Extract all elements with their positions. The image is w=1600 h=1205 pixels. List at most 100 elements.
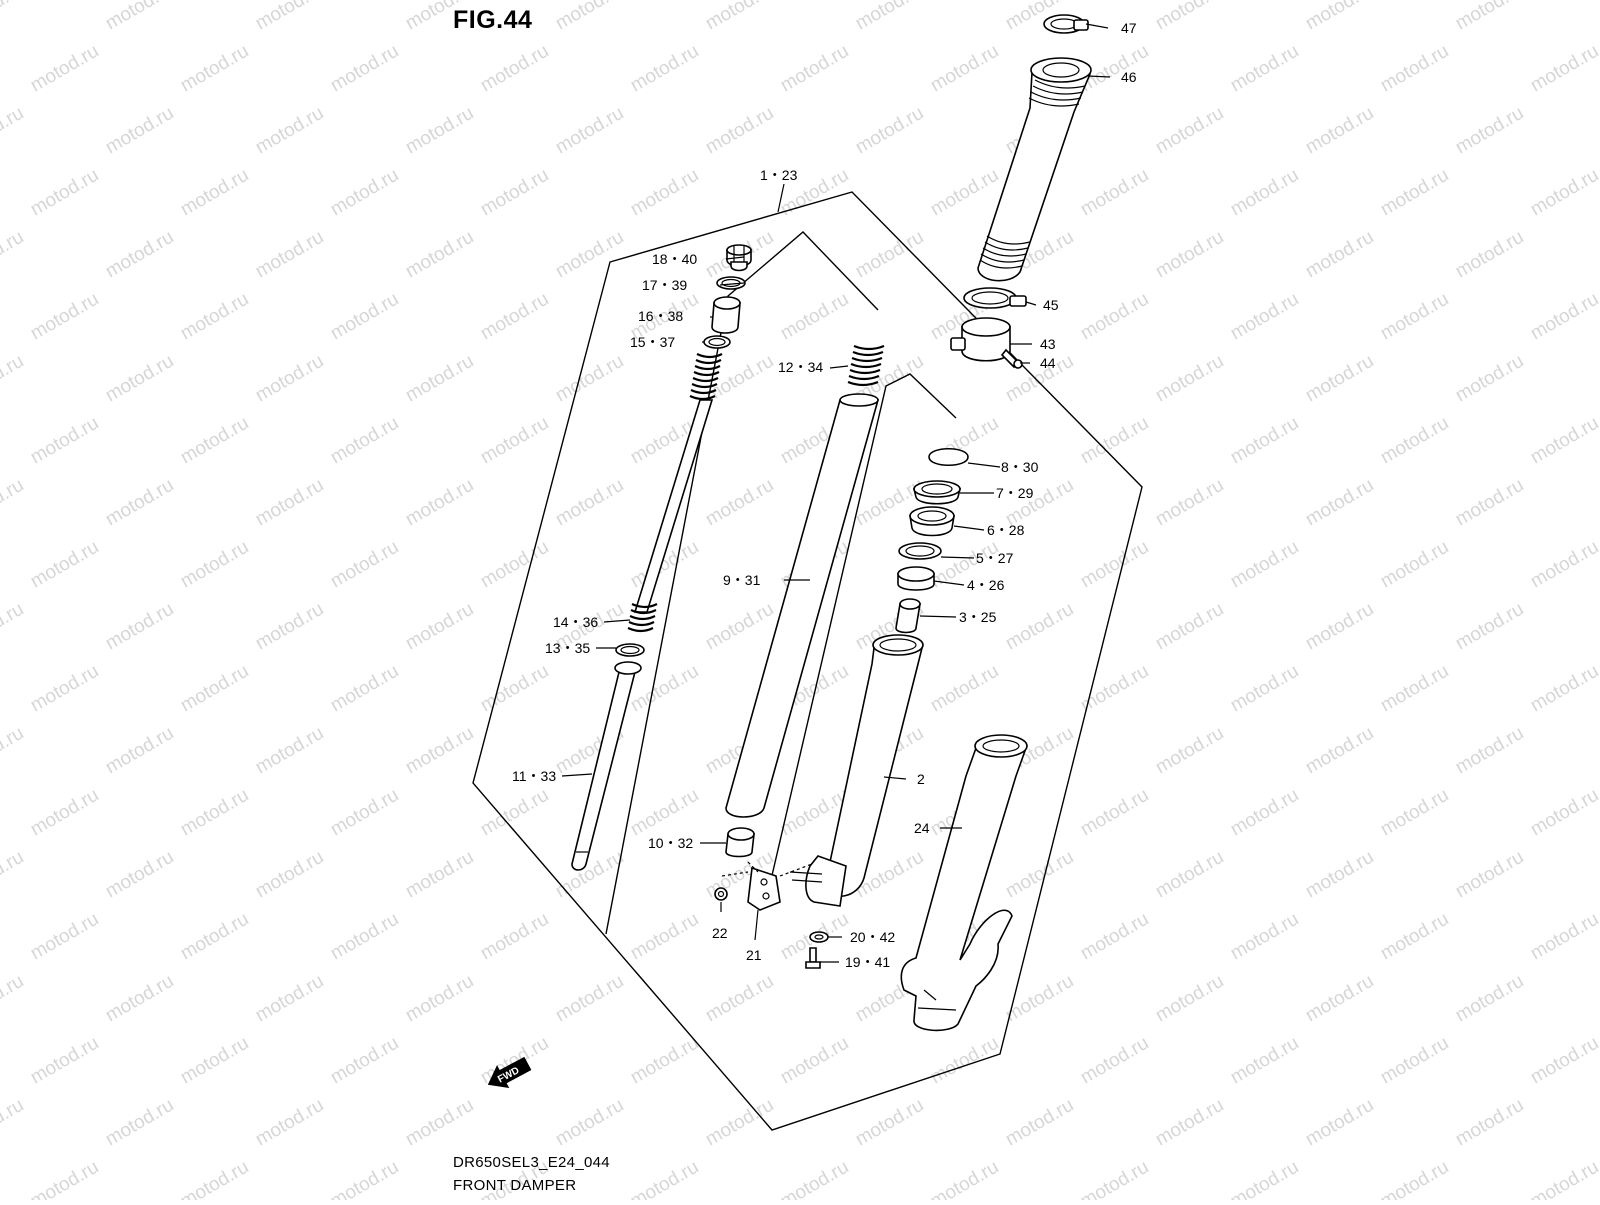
watermark-text: motod.ru bbox=[1527, 661, 1600, 717]
watermark-text: motod.ru bbox=[252, 1095, 327, 1151]
slide-bushing-3 bbox=[895, 598, 921, 634]
watermark-text: motod.ru bbox=[1152, 1095, 1227, 1151]
watermark-text: motod.ru bbox=[1152, 0, 1227, 34]
watermark-text: motod.ru bbox=[252, 971, 327, 1027]
bolt-19 bbox=[805, 947, 821, 969]
watermark-text: motod.ru bbox=[1452, 723, 1527, 779]
watermark-text: motod.ru bbox=[552, 227, 627, 283]
watermark-text: motod.ru bbox=[627, 165, 702, 221]
watermark-text: motod.ru bbox=[1377, 1157, 1452, 1200]
callout-5-27: 5・27 bbox=[976, 550, 1014, 566]
watermark-text: motod.ru bbox=[1152, 103, 1227, 159]
watermark-text: motod.ru bbox=[627, 1033, 702, 1089]
watermark-text: motod.ru bbox=[1077, 785, 1152, 841]
callout-45: 45 bbox=[1043, 297, 1059, 313]
guide-bushing-4 bbox=[897, 566, 935, 591]
watermark-text: motod.ru bbox=[1077, 661, 1152, 717]
watermark-text: motod.ru bbox=[1377, 785, 1452, 841]
watermark-text: motod.ru bbox=[1377, 537, 1452, 593]
watermark-text: motod.ru bbox=[627, 785, 702, 841]
watermark-text: motod.ru bbox=[27, 661, 102, 717]
watermark-text: motod.ru bbox=[1302, 599, 1377, 655]
watermark-text: motod.ru bbox=[102, 351, 177, 407]
watermark-text: motod.ru bbox=[402, 723, 477, 779]
watermark-text: motod.ru bbox=[102, 103, 177, 159]
watermark-text: motod.ru bbox=[27, 289, 102, 345]
watermark-text: motod.ru bbox=[252, 599, 327, 655]
watermark-text: motod.ru bbox=[1377, 909, 1452, 965]
watermark-text: motod.ru bbox=[927, 41, 1002, 97]
watermark-text: motod.ru bbox=[552, 1095, 627, 1151]
watermark-text: motod.ru bbox=[327, 41, 402, 97]
watermark-text: motod.ru bbox=[27, 413, 102, 469]
watermark-text: motod.ru bbox=[27, 909, 102, 965]
watermark-text: motod.ru bbox=[402, 599, 477, 655]
watermark-text: motod.ru bbox=[552, 0, 627, 34]
callout-46: 46 bbox=[1121, 69, 1137, 85]
callout-19-41: 19・41 bbox=[845, 954, 890, 970]
diagram-code: DR650SEL3_E24_044 bbox=[453, 1154, 610, 1171]
watermark-text: motod.ru bbox=[1302, 1095, 1377, 1151]
watermark-text: motod.ru bbox=[702, 971, 777, 1027]
watermark-text: motod.ru bbox=[252, 723, 327, 779]
outer-tube-frame bbox=[769, 373, 957, 885]
callout-15-37: 15・37 bbox=[630, 334, 675, 350]
watermark-text: motod.ru bbox=[1377, 165, 1452, 221]
rod-spring-14 bbox=[627, 602, 658, 633]
watermark-text: motod.ru bbox=[777, 289, 852, 345]
watermark-text: motod.ru bbox=[1077, 1033, 1152, 1089]
spacer-16 bbox=[711, 296, 741, 334]
callout-10-32: 10・32 bbox=[648, 835, 693, 851]
watermark-text: motod.ru bbox=[1377, 41, 1452, 97]
watermark-text: motod.ru bbox=[1077, 537, 1152, 593]
clamp-45 bbox=[963, 287, 1027, 309]
watermark-text: motod.ru bbox=[1077, 165, 1152, 221]
watermark-text: motod.ru bbox=[927, 1033, 1002, 1089]
watermark-text: motod.ru bbox=[327, 1033, 402, 1089]
watermark-text: motod.ru bbox=[1527, 41, 1600, 97]
watermark-text: motod.ru bbox=[1452, 227, 1527, 283]
watermark-text: motod.ru bbox=[1527, 413, 1600, 469]
watermark-text: motod.ru bbox=[27, 1157, 102, 1200]
watermark-text: motod.ru bbox=[177, 289, 252, 345]
watermark-text: motod.ru bbox=[402, 351, 477, 407]
watermark-text: motod.ru bbox=[1527, 785, 1600, 841]
watermark-text: motod.ru bbox=[402, 103, 477, 159]
o-ring-17 bbox=[716, 276, 746, 290]
watermark-text: motod.ru bbox=[327, 661, 402, 717]
watermark-text: motod.ru bbox=[1152, 599, 1227, 655]
watermark-text: motod.ru bbox=[402, 227, 477, 283]
guide-43 bbox=[950, 317, 1011, 362]
watermark-text: motod.ru bbox=[0, 723, 27, 779]
callout-8-30: 8・30 bbox=[1001, 459, 1039, 475]
outer-tube-2 bbox=[789, 634, 924, 907]
watermark-text: motod.ru bbox=[177, 785, 252, 841]
watermark-text: motod.ru bbox=[852, 0, 927, 34]
watermark-text: motod.ru bbox=[0, 227, 27, 283]
clamp-47 bbox=[1043, 14, 1089, 34]
watermark-text: motod.ru bbox=[777, 1157, 852, 1200]
watermark-text: motod.ru bbox=[777, 41, 852, 97]
watermark-text: motod.ru bbox=[0, 599, 27, 655]
dust-seal-7 bbox=[912, 480, 962, 505]
watermark-text: motod.ru bbox=[1002, 599, 1077, 655]
callout-43: 43 bbox=[1040, 336, 1056, 352]
watermark-text: motod.ru bbox=[1452, 103, 1527, 159]
watermark-text: motod.ru bbox=[702, 0, 777, 34]
rod-ring-13 bbox=[615, 643, 645, 657]
watermark-text: motod.ru bbox=[1227, 165, 1302, 221]
watermark-text: motod.ru bbox=[477, 289, 552, 345]
watermark-text: motod.ru bbox=[1452, 599, 1527, 655]
watermark-text: motod.ru bbox=[1227, 661, 1302, 717]
callout-14-36: 14・36 bbox=[553, 614, 598, 630]
watermark-text: motod.ru bbox=[252, 227, 327, 283]
watermark-text: motod.ru bbox=[1152, 723, 1227, 779]
watermark-text: motod.ru bbox=[1527, 1157, 1600, 1200]
bushing-10 bbox=[725, 827, 755, 858]
watermark-text: motod.ru bbox=[1227, 909, 1302, 965]
watermark-text: motod.ru bbox=[1227, 41, 1302, 97]
washer-15 bbox=[703, 335, 731, 349]
assembly-frame bbox=[472, 191, 1143, 1131]
